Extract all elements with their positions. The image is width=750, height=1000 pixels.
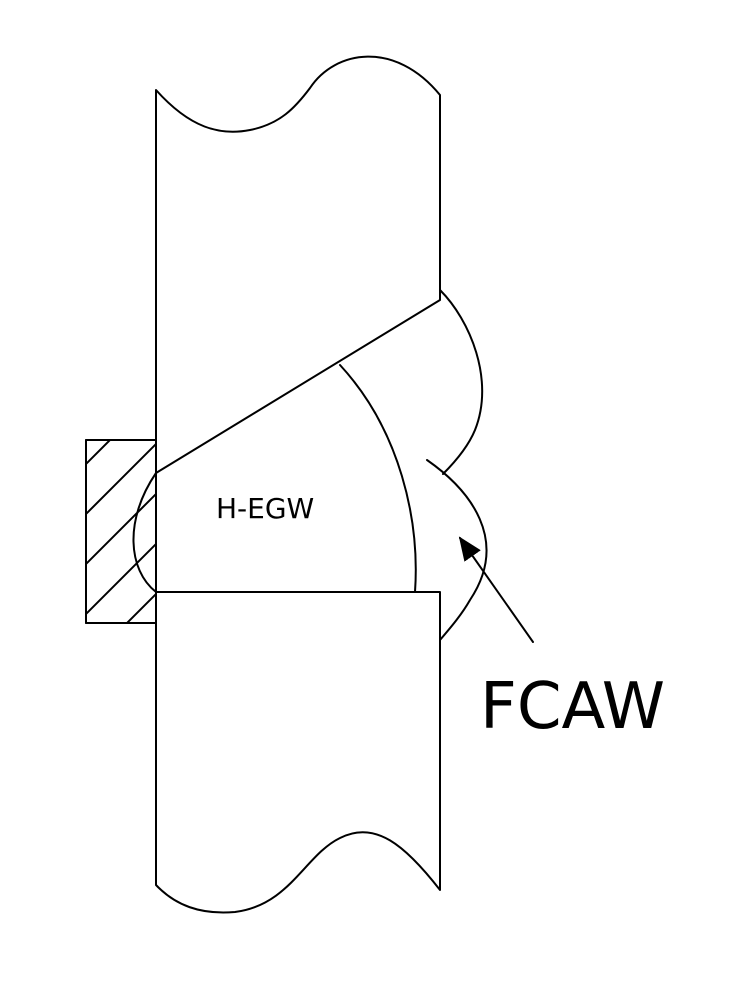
- backing-bar: [85, 439, 157, 624]
- upper-plate: [155, 55, 441, 474]
- weld-pass-boundary: [339, 364, 417, 593]
- fcaw-cap-upper: [439, 289, 484, 475]
- fcaw-leader-arrow: [458, 536, 534, 643]
- fcaw-cap-lower: [426, 459, 488, 641]
- lower-plate: [155, 591, 441, 914]
- label-fcaw: FCAW: [480, 670, 665, 744]
- root-reinforcement: [132, 472, 157, 593]
- label-h-egw: H-EGW: [216, 492, 314, 525]
